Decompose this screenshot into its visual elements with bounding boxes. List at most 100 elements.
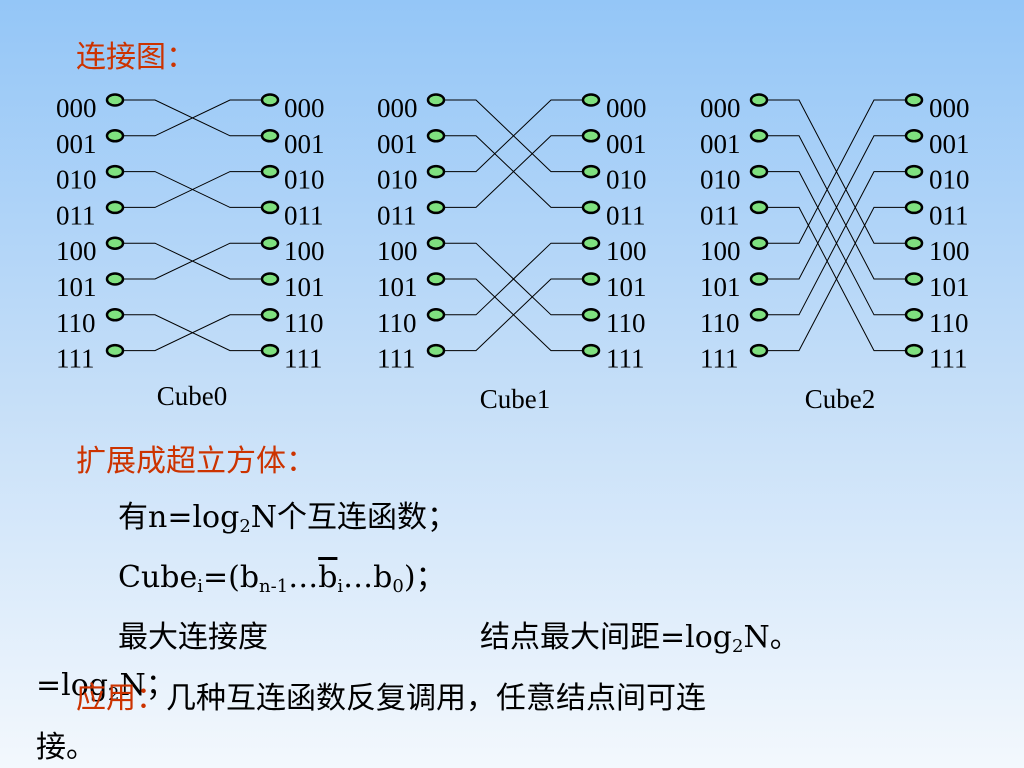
cube1-left-label-000: 000 — [377, 93, 418, 123]
cube1-left-node-011 — [426, 200, 446, 215]
line3-right-suffix: N。 — [743, 620, 800, 655]
cube0-left-node-100 — [105, 236, 125, 250]
cube1-left-label-100: 100 — [377, 236, 418, 266]
overlap-suffix: N； — [119, 668, 176, 703]
cube1-left-label-011: 011 — [377, 200, 417, 230]
cube0-right-label-000: 000 — [284, 93, 325, 123]
line1-prefix: 有n=log — [118, 500, 240, 535]
cube2-left-node-011 — [749, 200, 769, 215]
cube1-right-label-100: 100 — [606, 236, 647, 266]
cube0-left-label-111: 111 — [56, 344, 95, 374]
cube2-left-node-111 — [749, 343, 769, 358]
line2-sub-0: 0 — [392, 576, 404, 597]
cube2-left-label-001: 001 — [700, 129, 741, 159]
cube2-wire-100 — [767, 99, 906, 244]
cube2-left-label-100: 100 — [700, 236, 741, 266]
cube0-wire-101 — [123, 242, 262, 280]
cube2-caption: Cube2 — [805, 384, 876, 414]
cube2-right-label-101: 101 — [929, 272, 970, 302]
cube1-right-node-011 — [581, 200, 601, 215]
cube2-right-label-110: 110 — [929, 308, 969, 338]
line2-eq: =(b — [203, 560, 260, 595]
cube0-left-label-000: 000 — [56, 93, 97, 123]
cube1-wire-111 — [444, 278, 583, 352]
cube2-right-node-110 — [904, 308, 924, 322]
cube1-wire-110 — [444, 242, 583, 316]
cube0-left-label-100: 100 — [56, 236, 97, 266]
cube1-right-node-110 — [581, 308, 601, 322]
cube1-caption: Cube1 — [480, 384, 551, 414]
line2-sub-n1: n-1 — [259, 576, 289, 597]
cube1-right-node-101 — [581, 272, 601, 286]
cube2-right-label-100: 100 — [929, 236, 970, 266]
cube2-right-label-000: 000 — [929, 93, 970, 123]
overlap-prefix: =log — [36, 668, 108, 703]
line2-dots2: …b — [343, 560, 393, 595]
cube1-right-node-100 — [581, 236, 601, 250]
cube2-left-node-101 — [749, 272, 769, 286]
cube2-right-node-010 — [904, 164, 924, 179]
cube1-left-label-001: 001 — [377, 129, 418, 159]
cube0-left-node-011 — [105, 200, 125, 215]
cube1-right-label-111: 111 — [606, 344, 645, 374]
application-label: 应用： — [76, 681, 166, 716]
cube1-left-label-010: 010 — [377, 165, 418, 195]
cube1-right-node-010 — [581, 164, 601, 179]
line3-right-prefix: 结点最大间距=log — [480, 620, 732, 655]
line-max-distance: 结点最大间距=log2N。 — [480, 612, 800, 657]
cube0-left-label-101: 101 — [56, 272, 97, 302]
cube0-right-label-111: 111 — [284, 344, 323, 374]
cube0-right-node-000 — [260, 93, 280, 107]
cube0-left-node-000 — [105, 93, 125, 107]
line-max-degree: 最大连接度 — [118, 620, 268, 655]
cube0-wire-111 — [123, 314, 262, 352]
cube0-left-label-011: 011 — [56, 200, 96, 230]
cube0-right-label-100: 100 — [284, 236, 325, 266]
cube0-left-label-010: 010 — [56, 165, 97, 195]
cube1-left-label-101: 101 — [377, 272, 418, 302]
cube0-wire-001 — [123, 99, 262, 137]
cube0-left-node-001 — [105, 129, 125, 143]
cube2-wire-110 — [767, 171, 906, 316]
cube0-left-node-101 — [105, 272, 125, 286]
cube2-right-node-100 — [904, 236, 924, 250]
cube0-left-label-001: 001 — [56, 129, 97, 159]
cube1-wire-010 — [444, 99, 583, 173]
page-title: 连接图： — [76, 40, 196, 75]
line3-right-sub: 2 — [732, 636, 744, 657]
cube2-right-node-001 — [904, 129, 924, 143]
cube2-right-node-101 — [904, 272, 924, 286]
cube1-right-node-000 — [581, 93, 601, 107]
cube1-wire-011 — [444, 135, 583, 208]
cube2-left-node-010 — [749, 164, 769, 179]
cube2-left-node-110 — [749, 308, 769, 322]
line2-dots1: … — [288, 560, 319, 595]
cube1-right-label-000: 000 — [606, 93, 647, 123]
cube0-left-node-110 — [105, 308, 125, 322]
cube0-caption: Cube0 — [157, 381, 228, 411]
cube0-right-node-101 — [260, 272, 280, 286]
application-line: 应用：几种互连函数反复调用，任意结点间可连 — [76, 673, 706, 717]
cube0-right-node-010 — [260, 164, 280, 179]
overlap-degree-value: =log2N； — [36, 660, 176, 705]
cube2-right-label-010: 010 — [929, 165, 970, 195]
line-interconnect-count: 有n=log2N个互连函数； — [118, 492, 457, 537]
cube0-right-label-001: 001 — [284, 129, 325, 159]
cube2-left-label-011: 011 — [700, 200, 740, 230]
line2-sub-i: i — [197, 576, 203, 597]
cube0-right-node-100 — [260, 236, 280, 250]
line1-sub: 2 — [239, 516, 251, 537]
cube1-left-label-110: 110 — [377, 308, 417, 338]
cube1-left-node-100 — [426, 236, 446, 250]
cube2-left-label-000: 000 — [700, 93, 741, 123]
overlap-sub: 2 — [108, 684, 120, 705]
cube1-left-node-010 — [426, 164, 446, 179]
cube1-left-label-111: 111 — [377, 344, 416, 374]
line2-b-complement: b — [318, 560, 338, 595]
cube0-left-node-111 — [105, 343, 125, 358]
cube1-right-label-011: 011 — [606, 200, 646, 230]
line2-end: )； — [403, 560, 446, 595]
cube0-right-node-011 — [260, 200, 280, 215]
cube0-right-node-110 — [260, 308, 280, 322]
line-cube-function: Cubei=(bn-1…bi…b0)； — [118, 552, 446, 597]
